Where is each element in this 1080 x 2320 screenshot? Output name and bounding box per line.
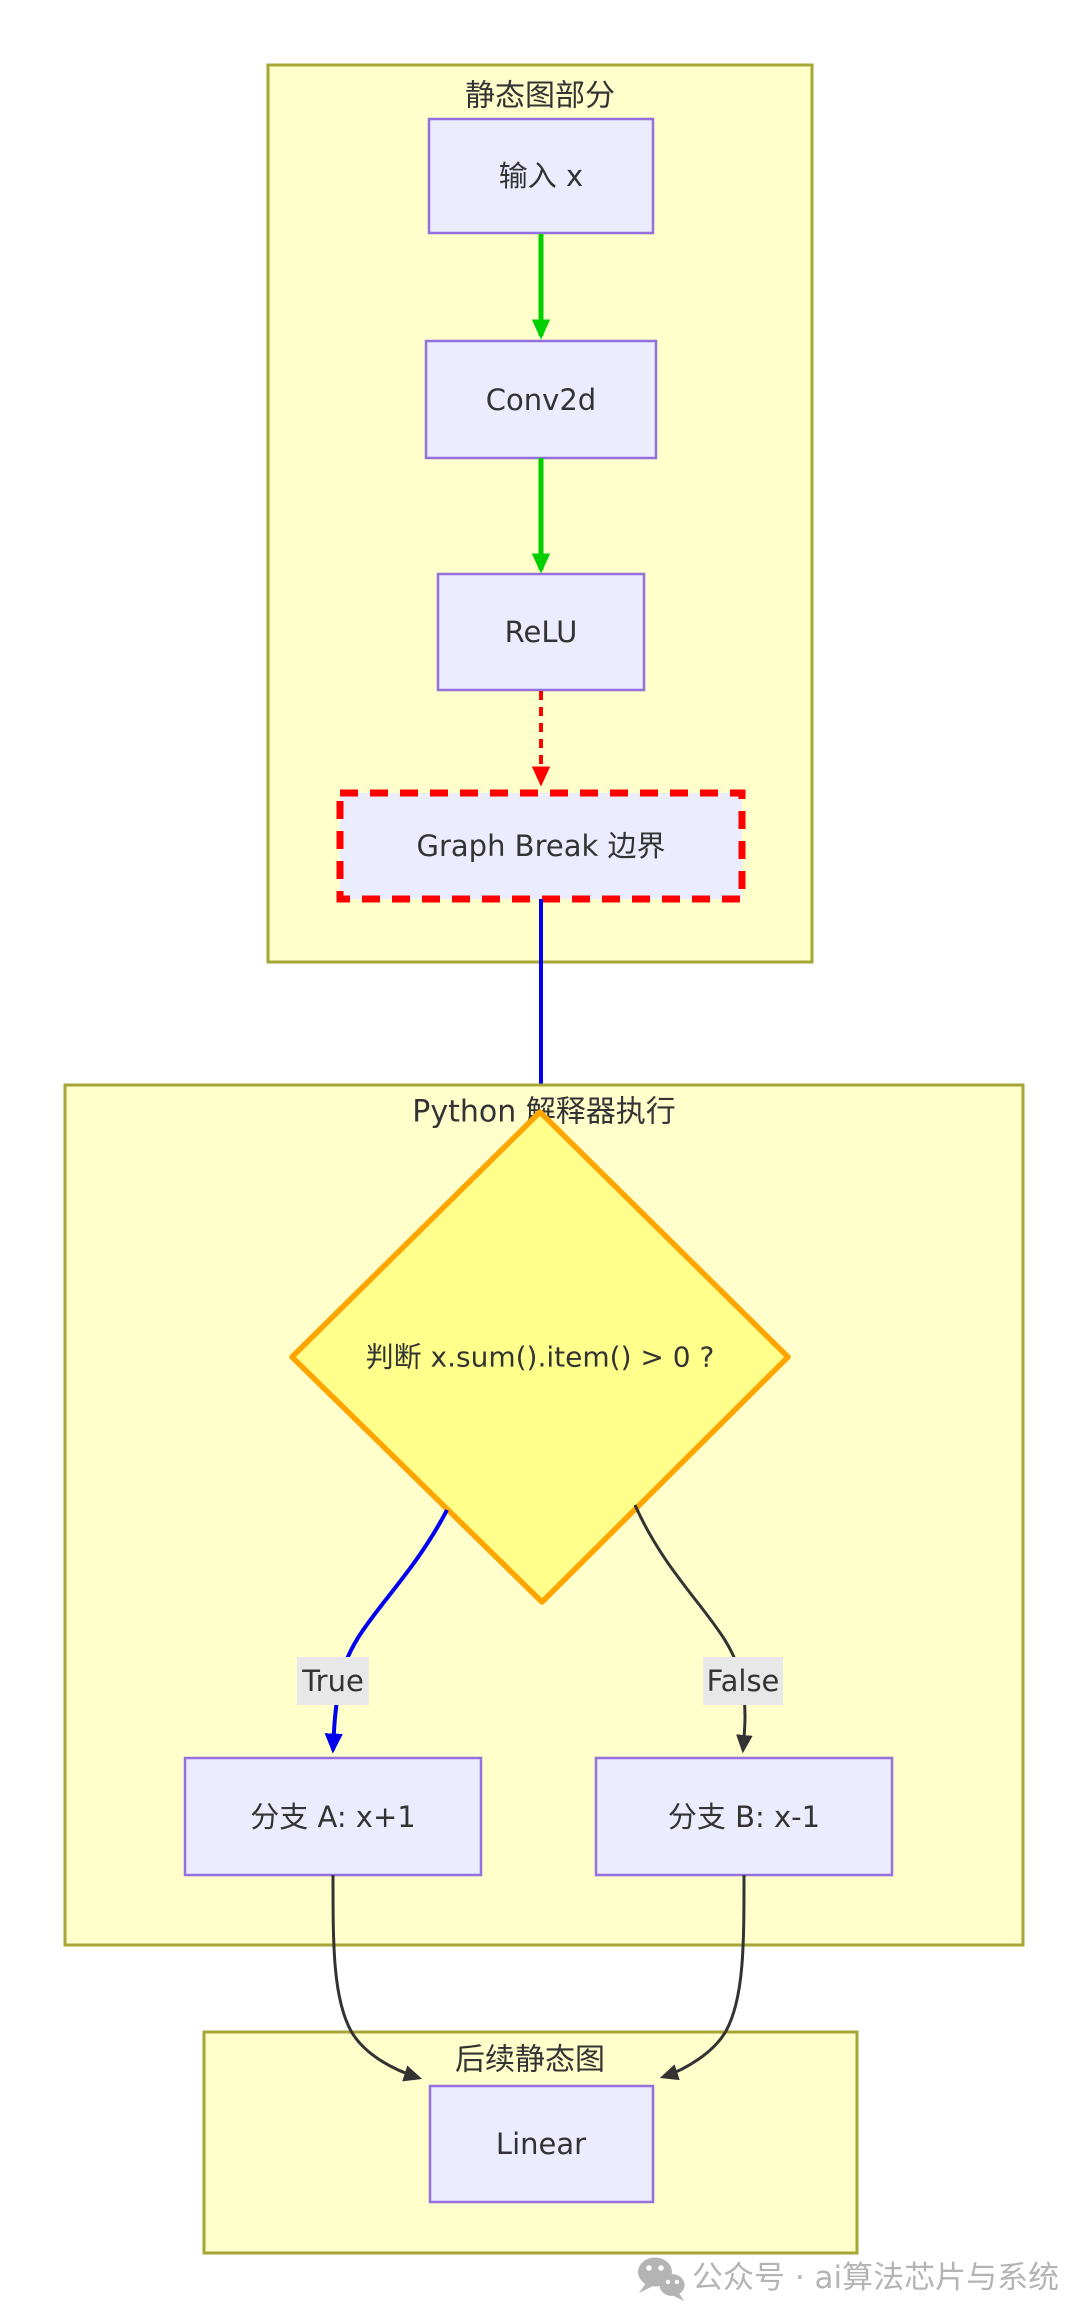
node-conv2d-label: Conv2d [486, 383, 596, 417]
node-branch-a-label: 分支 A: x+1 [250, 1800, 415, 1834]
wechat-icon [638, 2257, 685, 2301]
node-relu-label: ReLU [505, 615, 578, 649]
edge-branch-b-to-linear [659, 1874, 746, 2081]
node-graph-break [336, 789, 746, 903]
node-decision-diamond [289, 1109, 791, 1605]
node-graph-break-label: Graph Break 边界 [417, 829, 666, 863]
edge-label-false: False [707, 1664, 780, 1698]
node-input-x [427, 117, 655, 235]
edge-label-true-bg [297, 1657, 369, 1705]
watermark: 公众号 · ai算法芯片与系统 [638, 2257, 1059, 2301]
node-decision-label: 判断 x.sum().item() > 0 ? [366, 1341, 715, 1374]
node-input-x-label: 输入 x [499, 159, 583, 193]
node-linear-label: Linear [496, 2127, 586, 2161]
edge-label-false-bg [703, 1657, 783, 1705]
node-linear [428, 2084, 655, 2204]
node-branch-b-label: 分支 B: x-1 [668, 1800, 820, 1834]
subgraph-static-graph-title: 静态图部分 [465, 79, 615, 114]
watermark-text: 公众号 · ai算法芯片与系统 [692, 2260, 1059, 2296]
edge-branch-a-to-linear [331, 1874, 423, 2082]
node-branch-b [594, 1756, 894, 1877]
edge-label-true: True [301, 1664, 364, 1698]
subgraph-follow-up-graph-title: 后续静态图 [455, 2043, 605, 2078]
node-relu [436, 572, 646, 692]
